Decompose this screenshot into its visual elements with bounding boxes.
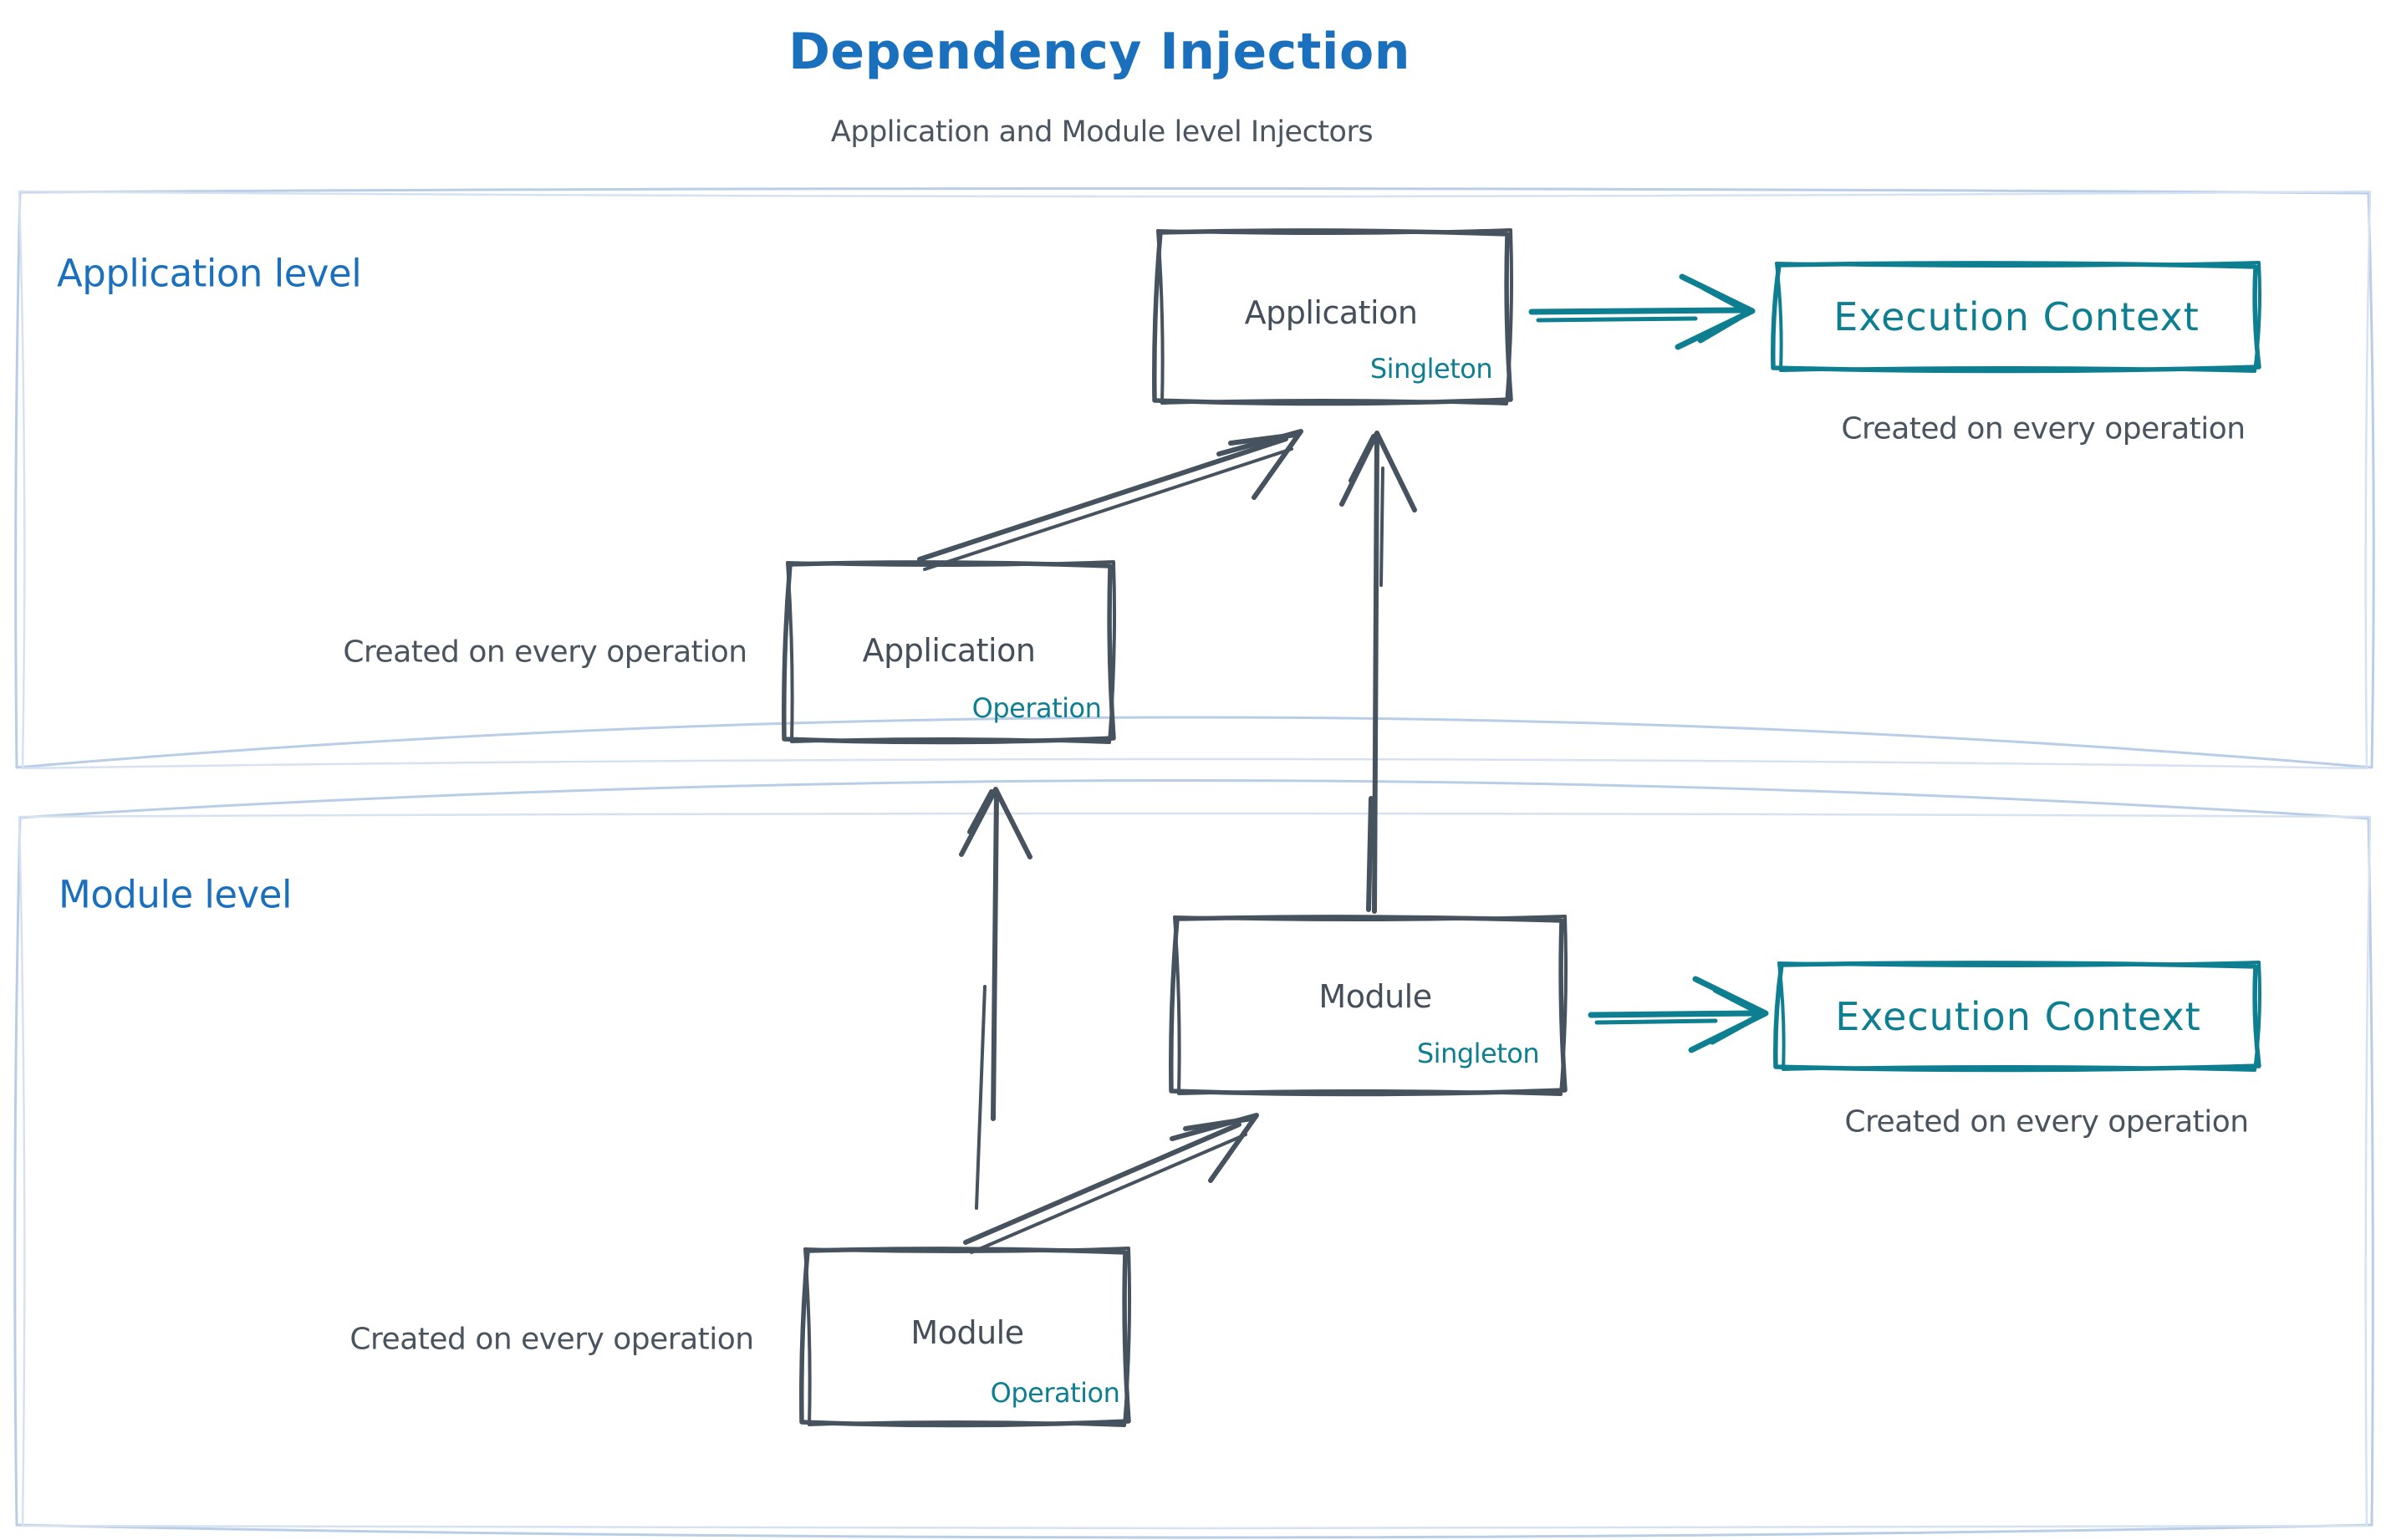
application-execution-context-box[interactable]	[1771, 261, 2261, 374]
module-level-label: Module level	[59, 872, 292, 917]
module-operation-name: Module	[910, 1314, 1024, 1351]
module-operation-scope: Operation	[990, 1377, 1120, 1409]
application-operation-name: Application	[862, 632, 1036, 669]
module-singleton-name: Module	[1318, 978, 1432, 1015]
application-level-container[interactable]	[14, 186, 2375, 770]
application-execution-caption: Created on every operation	[1841, 411, 2246, 446]
application-operation-caption: Created on every operation	[343, 635, 747, 670]
arrow-module-singleton-to-execution-context[interactable]	[1588, 976, 1769, 1053]
application-singleton-name: Application	[1244, 294, 1418, 331]
module-execution-context-box[interactable]	[1773, 961, 2261, 1073]
application-operation-scope: Operation	[971, 692, 1102, 724]
diagram-title: Dependency Injection	[788, 23, 1410, 81]
diagram-subtitle: Application and Module level Injectors	[830, 115, 1374, 149]
arrow-app-singleton-to-execution-context[interactable]	[1528, 273, 1756, 350]
module-execution-caption: Created on every operation	[1844, 1104, 2249, 1140]
application-singleton-scope: Singleton	[1369, 353, 1493, 385]
application-operation-box[interactable]	[782, 560, 1117, 745]
module-operation-box[interactable]	[799, 1247, 1132, 1428]
application-singleton-box[interactable]	[1152, 228, 1514, 406]
arrow-module-operation-to-module-singleton[interactable]	[963, 1113, 1259, 1254]
arrow-app-operation-to-app-singleton[interactable]	[917, 429, 1303, 571]
module-operation-caption: Created on every operation	[349, 1322, 754, 1357]
module-execution-context-label: Execution Context	[1835, 994, 2201, 1039]
module-level-container[interactable]	[13, 779, 2374, 1539]
module-singleton-box[interactable]	[1169, 915, 1568, 1097]
application-level-label: Application level	[57, 251, 362, 296]
arrow-module-singleton-to-app-singleton[interactable]	[1339, 431, 1417, 914]
application-execution-context-label: Execution Context	[1833, 294, 2200, 339]
module-singleton-scope: Singleton	[1416, 1038, 1540, 1069]
arrow-module-operation-to-app-operation[interactable]	[959, 787, 1032, 1210]
